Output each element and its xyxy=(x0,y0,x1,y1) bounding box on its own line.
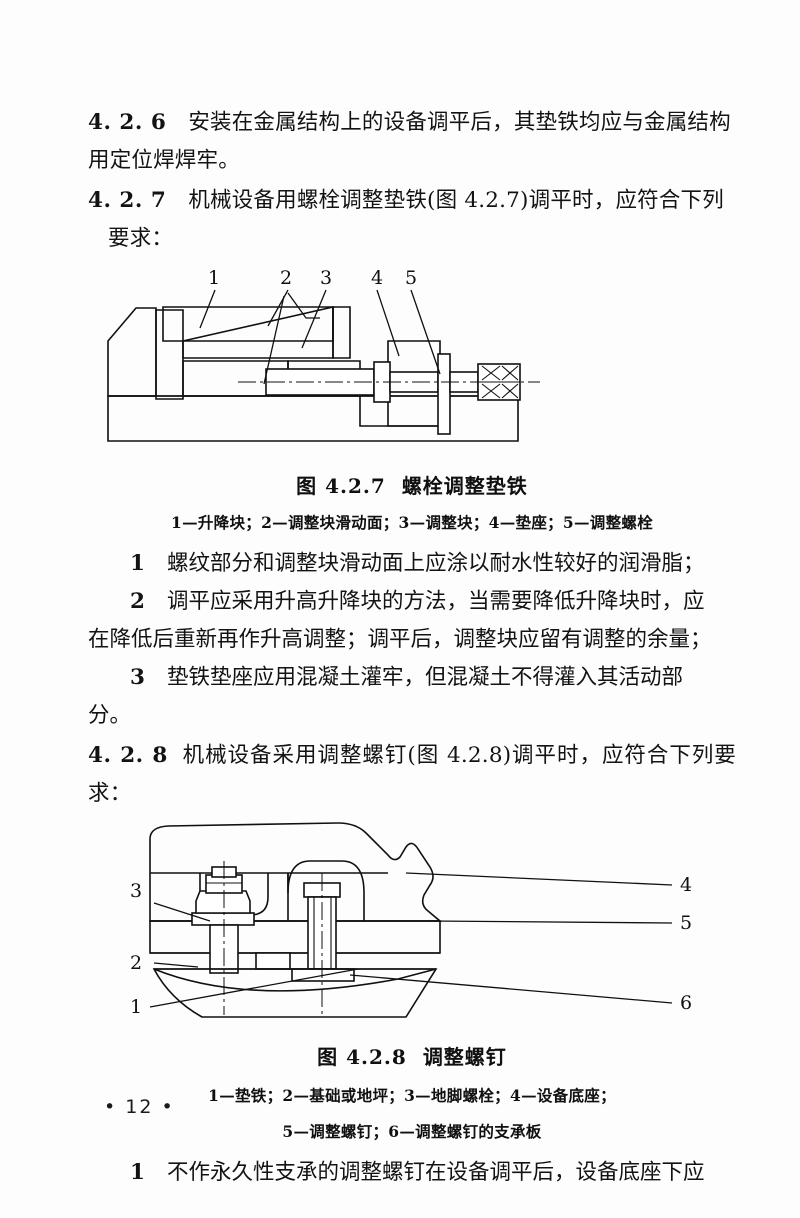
figure-4-2-8-title-label: 图 4.2.8 xyxy=(317,1045,407,1069)
figure-4-2-7: 1 2 3 4 5 xyxy=(88,266,736,466)
figure-4-2-7-callout-1: 1 xyxy=(208,267,220,289)
page-number: • 12 • xyxy=(104,1096,175,1118)
figure-4-2-8-drawing: 3 2 1 4 5 6 xyxy=(130,822,692,1018)
list-item-427-1: 1 螺纹部分和调整块滑动面上应涂以耐水性较好的润滑脂； xyxy=(88,545,736,583)
figure-4-2-8-title-name: 调整螺钉 xyxy=(422,1045,507,1069)
list-item-428-1: 1 不作永久性支承的调整螺钉在设备调平后，设备底座下应 xyxy=(88,1154,736,1192)
list-text-427-2-line1: 调平应采用升高升降块的方法，当需要降低升降块时，应 xyxy=(166,589,705,614)
section-number-4-2-6: 4. 2. 6 xyxy=(88,110,167,135)
list-index-427-3: 3 xyxy=(130,665,145,690)
figure-4-2-7-callout-5: 5 xyxy=(405,267,417,289)
list-index-427-1: 1 xyxy=(130,551,145,576)
paragraph-4-2-6: 4. 2. 6 安装在金属结构上的设备调平后，其垫铁均应与金属结构 用定位焊焊牢。 xyxy=(88,104,736,180)
figure-4-2-8-callout-1: 1 xyxy=(130,996,142,1018)
figure-4-2-8-callout-6: 6 xyxy=(680,992,692,1014)
figure-4-2-7-callout-3: 3 xyxy=(320,267,332,289)
section-number-4-2-8: 4. 2. 8 xyxy=(88,743,168,768)
figure-4-2-7-title-name: 螺栓调整垫铁 xyxy=(401,474,528,498)
figure-4-2-7-drawing: 1 2 3 4 5 xyxy=(107,267,540,442)
list-text-427-3-line1: 垫铁垫座应用混凝土灌牢，但混凝土不得灌入其活动部 xyxy=(166,665,683,690)
list-index-427-2: 2 xyxy=(130,589,145,614)
paragraph-4-2-7: 4. 2. 7 机械设备用螺栓调整垫铁(图 4.2.7)调平时，应符合下列 要求： xyxy=(88,182,736,258)
figure-4-2-8-legend-line-1: 1—垫铁；2—基础或地坪；3—地脚螺栓；4—设备底座； xyxy=(208,1086,616,1105)
paragraph-4-2-8-line1: 机械设备采用调整螺钉(图 4.2.8)调平时，应符合下列要求： xyxy=(88,743,736,806)
list-text-428-1: 不作永久性支承的调整螺钉在设备调平后，设备底座下应 xyxy=(166,1160,705,1185)
list-text-427-1: 螺纹部分和调整块滑动面上应涂以耐水性较好的润滑脂； xyxy=(166,551,705,576)
list-item-427-2: 2 调平应采用升高升降块的方法，当需要降低升降块时，应 在降低后重新再作升高调整；… xyxy=(88,583,736,659)
paragraph-4-2-7-line2: 要求： xyxy=(108,226,174,251)
figure-4-2-8: 3 2 1 4 5 6 xyxy=(88,817,736,1035)
paragraph-4-2-6-line2: 用定位焊焊牢。 xyxy=(88,148,240,173)
list-text-427-3-line2: 分。 xyxy=(88,703,132,728)
figure-4-2-7-legend: 1—升降块；2—调整块滑动面；3—调整块；4—垫座；5—调整螺栓 xyxy=(170,513,654,532)
list-text-427-2-line2: 在降低后重新再作升高调整；调平后，调整块应留有调整的余量； xyxy=(88,627,712,652)
figure-4-2-7-callout-2: 2 xyxy=(280,267,292,289)
figure-4-2-7-callout-4: 4 xyxy=(371,267,383,289)
figure-4-2-8-callout-2: 2 xyxy=(130,952,142,974)
figure-4-2-8-callout-5: 5 xyxy=(680,912,692,934)
figure-4-2-8-legend-line-2: 5—调整螺钉；6—调整螺钉的支承板 xyxy=(282,1122,542,1141)
list-item-427-3: 3 垫铁垫座应用混凝土灌牢，但混凝土不得灌入其活动部 分。 xyxy=(88,659,736,735)
figure-4-2-7-title: 图 4.2.7 螺栓调整垫铁 xyxy=(88,470,736,499)
figure-4-2-7-title-label: 图 4.2.7 xyxy=(296,474,386,498)
figure-4-2-8-callout-4: 4 xyxy=(680,874,692,896)
figure-4-2-8-title: 图 4.2.8 调整螺钉 xyxy=(88,1041,736,1070)
figure-4-2-8-callout-3: 3 xyxy=(130,880,142,902)
section-number-4-2-7: 4. 2. 7 xyxy=(88,188,167,213)
list-index-428-1: 1 xyxy=(130,1160,145,1185)
page-content: 4. 2. 6 安装在金属结构上的设备调平后，其垫铁均应与金属结构 用定位焊焊牢。… xyxy=(88,0,736,1192)
paragraph-4-2-7-line1: 机械设备用螺栓调整垫铁(图 4.2.7)调平时，应符合下列 xyxy=(188,188,724,213)
paragraph-4-2-6-line1: 安装在金属结构上的设备调平后，其垫铁均应与金属结构 xyxy=(188,110,731,135)
